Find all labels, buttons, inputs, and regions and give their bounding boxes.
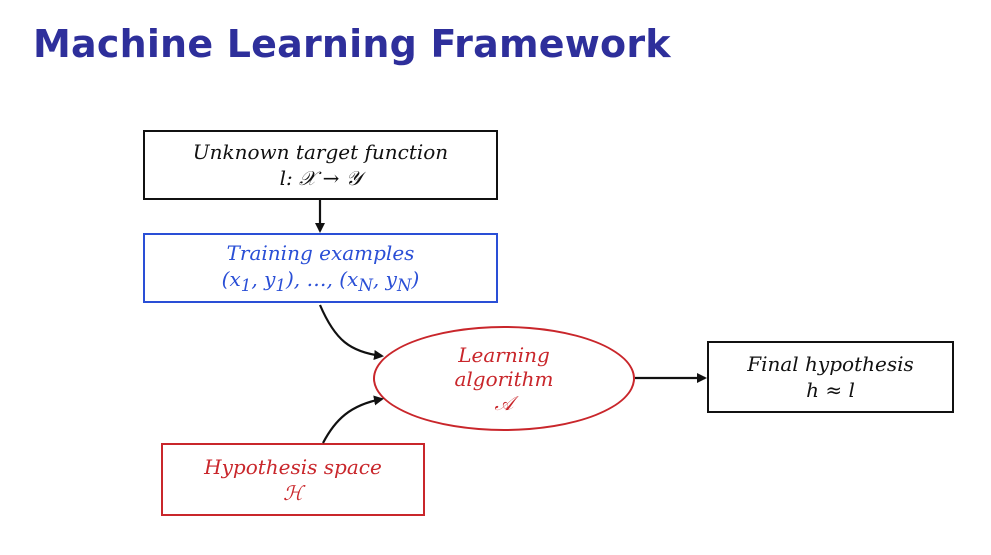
- learning-algorithm-symbol: 𝒜: [494, 390, 514, 415]
- final-hypothesis-box: Final hypothesis h ≈ l: [707, 341, 954, 413]
- hypothesis-space-box: Hypothesis space ℋ: [161, 443, 425, 516]
- arrow-hypothesis-to-algorithm: [322, 395, 384, 444]
- learning-algorithm-ellipse: Learning algorithm 𝒜: [373, 326, 635, 431]
- training-examples-formula: (x1, y1), …, (xN, yN): [221, 266, 420, 295]
- slide-title: Machine Learning Framework: [33, 22, 671, 66]
- target-function-box: Unknown target function l: 𝒳 → 𝒴: [143, 130, 498, 200]
- final-hypothesis-formula: h ≈ l: [806, 378, 855, 402]
- final-hypothesis-label: Final hypothesis: [747, 352, 914, 376]
- training-examples-box: Training examples (x1, y1), …, (xN, yN): [143, 233, 498, 303]
- target-function-formula: l: 𝒳 → 𝒴: [279, 166, 362, 190]
- training-examples-label: Training examples: [226, 240, 415, 265]
- learning-algorithm-label-1: Learning: [458, 342, 550, 367]
- hypothesis-space-label: Hypothesis space: [204, 454, 382, 479]
- hypothesis-space-symbol: ℋ: [283, 480, 303, 505]
- learning-algorithm-label-2: algorithm: [454, 366, 554, 391]
- target-function-label: Unknown target function: [192, 140, 449, 164]
- arrow-training-to-algorithm: [318, 304, 384, 360]
